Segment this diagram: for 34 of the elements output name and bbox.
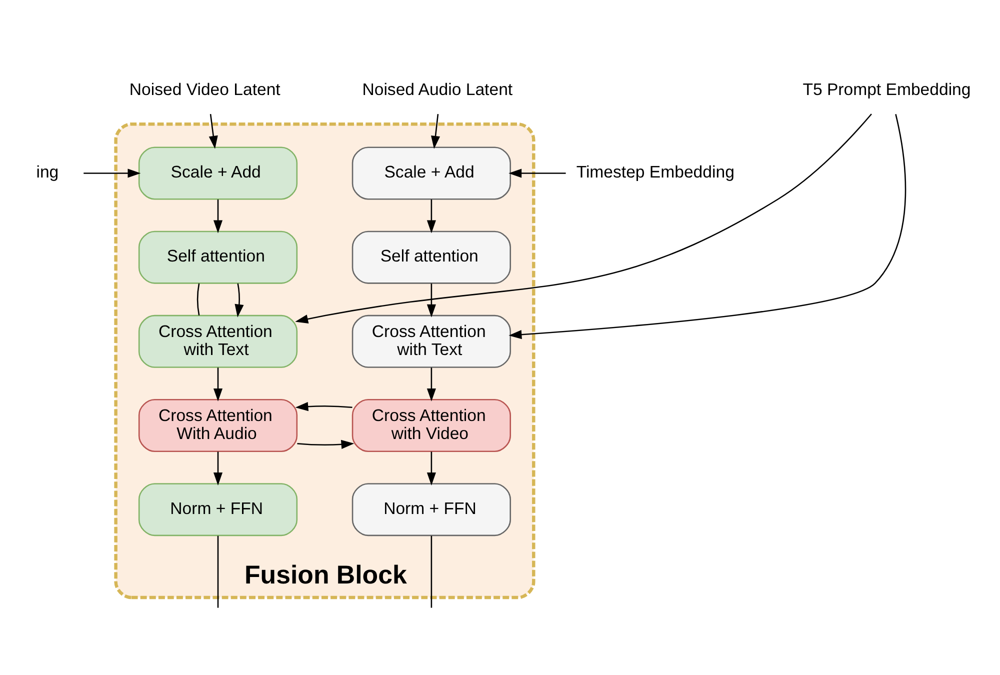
node-box: Cross Attention with Video: [352, 398, 511, 452]
arrow: [426, 198, 436, 233]
node-box: Cross Attention with Text: [352, 314, 511, 368]
arrow: [297, 439, 354, 448]
node-box: Norm + FFN: [352, 482, 511, 536]
arrow: [213, 198, 223, 233]
arrow: [508, 114, 906, 339]
arrow: [426, 451, 436, 485]
node-box: Self attention: [352, 230, 511, 284]
arrow: [295, 113, 872, 323]
node-box: Norm + FFN: [138, 482, 298, 536]
arrow: [426, 283, 436, 317]
arrow: [208, 114, 218, 148]
node-box: Self attention: [138, 230, 298, 284]
connector: [430, 535, 432, 608]
arrow: [431, 114, 440, 148]
arrow: [213, 451, 223, 485]
node-box: Cross Attention with Text: [138, 314, 298, 368]
node-box: Scale + Add: [352, 146, 511, 200]
connector: [217, 535, 219, 608]
node-text: T5 Prompt Embedding: [802, 79, 971, 98]
node-text: Noised Video Latent: [129, 79, 280, 98]
arrow: [84, 168, 141, 178]
node-box: Cross Attention With Audio: [138, 398, 298, 452]
connector: [196, 282, 200, 315]
arrow: [426, 367, 436, 401]
arrow: [295, 402, 352, 411]
node-text: Noised Audio Latent: [362, 79, 513, 98]
arrow: [213, 367, 223, 401]
arrow: [508, 168, 566, 178]
node-box: Scale + Add: [138, 146, 298, 200]
arrow: [234, 282, 244, 317]
node-text: ing: [36, 162, 59, 182]
node-text: Timestep Embedding: [576, 162, 734, 182]
